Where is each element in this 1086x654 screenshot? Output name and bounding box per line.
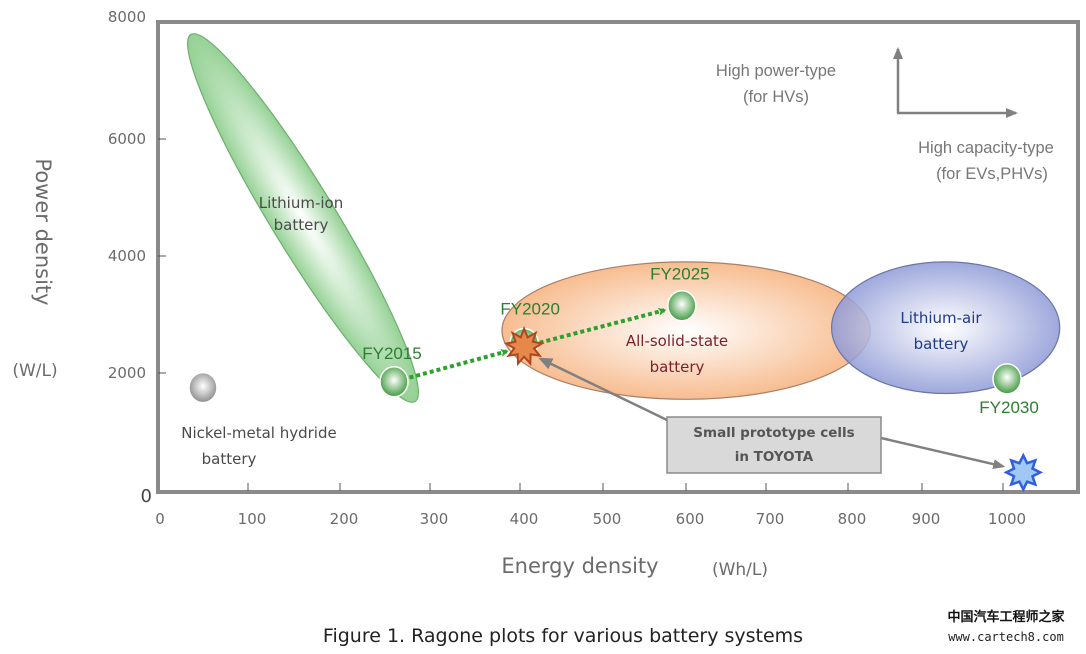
point-label: FY2025 <box>650 265 710 284</box>
region-label: Lithium-air <box>900 309 982 327</box>
high-power-sublabel: (for HVs) <box>743 88 809 106</box>
y-tick-label: 6000 <box>108 130 146 148</box>
roadmap-arrow <box>408 349 509 380</box>
x-axis-title: Energy density <box>501 554 658 578</box>
x-tick-label: 400 <box>510 510 539 528</box>
x-tick-label: 900 <box>912 510 941 528</box>
direction-annotation: High power-type (for HVs) High capacity-… <box>716 47 1054 183</box>
high-capacity-sublabel: (for EVs,PHVs) <box>936 165 1048 183</box>
x-tick-label: 300 <box>420 510 449 528</box>
point-fy2025: FY2025 <box>650 265 710 322</box>
callout-line-1-text: Small prototype cells <box>693 425 854 441</box>
callout-box <box>666 416 882 474</box>
roadmap-arrows <box>408 307 667 380</box>
y-axis-unit: (W/L) <box>12 361 57 381</box>
x-tick-label: 800 <box>838 510 867 528</box>
point-marker <box>188 371 218 404</box>
region-lithium-ion-battery: Lithium-ion battery <box>186 33 420 403</box>
point-label: FY2015 <box>362 344 422 363</box>
figure-caption: Figure 1. Ragone plots for various batte… <box>323 625 803 647</box>
region-label: battery <box>914 335 969 353</box>
callout-arrow-fy2020 <box>538 357 668 422</box>
point-prototype-cell-li-air <box>1003 452 1044 493</box>
x-tick-label: 200 <box>330 510 359 528</box>
callout-line-2-text: in TOYOTA <box>735 449 814 465</box>
x-tick-label: 100 <box>238 510 267 528</box>
y-axis-title: Power density <box>31 158 55 305</box>
region-shape <box>186 33 420 403</box>
high-capacity-label: High capacity-type <box>918 139 1054 157</box>
high-power-label: High power-type <box>716 62 836 80</box>
plot-frame <box>156 20 1080 494</box>
point-fy2015: FY2015 <box>362 344 422 398</box>
point-marker <box>992 363 1022 395</box>
region-shape <box>831 261 1061 395</box>
region-label: All-solid-state <box>626 332 728 350</box>
region-label: Lithium-ion <box>259 194 343 212</box>
y-tick-label: 4000 <box>108 247 146 265</box>
roadmap-arrow <box>539 307 667 345</box>
star-marker <box>1003 452 1044 493</box>
regions: Lithium-ionbatteryAll-solid-statebattery… <box>186 33 1061 403</box>
points: Nickel-metal hydridebatteryFY2015FY2020F… <box>181 265 1044 493</box>
region-label: battery <box>650 358 705 376</box>
point-marker <box>667 289 697 322</box>
watermark-cn: 中国汽车工程师之家 <box>947 609 1065 625</box>
y-axis: 0 2000 4000 6000 8000 <box>108 8 166 507</box>
point-fy2030: FY2030 <box>979 363 1039 417</box>
y-tick-label: 0 <box>141 486 152 507</box>
point-label: battery <box>202 450 257 468</box>
region-all-solid-state-battery: All-solid-state battery <box>501 261 871 400</box>
y-tick-label: 2000 <box>108 364 146 382</box>
x-tick-label: 1000 <box>988 510 1026 528</box>
x-tick-label: 700 <box>756 510 785 528</box>
x-axis: 0 100 200 300 400 500 600 700 800 900 1000 <box>155 483 1026 528</box>
x-tick-label: 0 <box>155 510 165 528</box>
point-nickel-metal-hydride-battery: Nickel-metal hydride battery <box>181 371 337 468</box>
y-tick-label: 8000 <box>108 8 146 26</box>
x-tick-label: 600 <box>676 510 705 528</box>
region-lithium-air-battery: Lithium-air battery <box>831 261 1061 395</box>
watermark-url: www.cartech8.com <box>948 630 1064 644</box>
point-label: FY2030 <box>979 398 1039 417</box>
callout: Small prototype cells in TOYOTA <box>538 357 1006 474</box>
star-marker <box>503 326 545 367</box>
point-marker <box>379 366 409 398</box>
callout-arrow-prototype <box>880 436 1006 470</box>
x-axis-unit: (Wh/L) <box>712 560 768 580</box>
point-label: Nickel-metal hydride <box>181 424 336 442</box>
x-tick-label: 500 <box>593 510 622 528</box>
region-label: battery <box>274 216 329 234</box>
point-fy2020: FY2020 <box>500 300 560 367</box>
point-label: FY2020 <box>500 300 560 319</box>
